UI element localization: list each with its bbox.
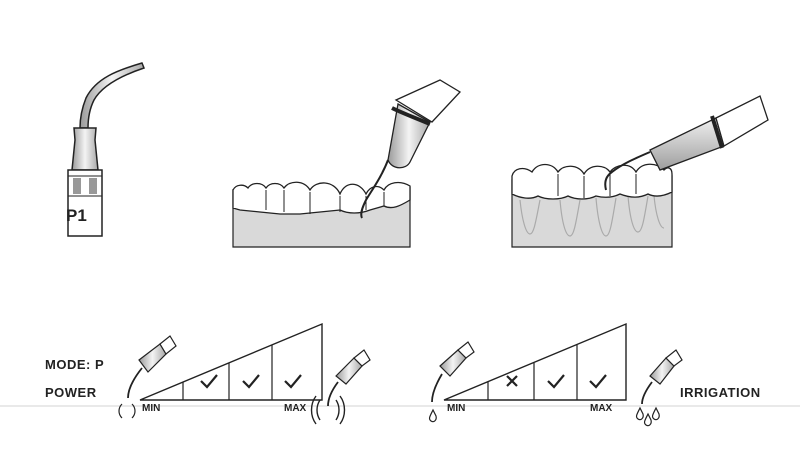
- teeth-row-side: [511, 163, 673, 200]
- check-icon: [547, 374, 565, 389]
- irrigation-min-label: MIN: [447, 403, 466, 414]
- scaling-front-illustration: [232, 79, 462, 248]
- vibration-icon: [118, 403, 136, 419]
- water-drop-icon: [635, 406, 660, 427]
- tip-label: P1: [66, 206, 87, 225]
- power-min-label: MIN: [142, 403, 161, 414]
- power-chart: [118, 322, 371, 425]
- mode-label: MODE: P: [45, 357, 105, 372]
- cross-icon: [506, 375, 518, 387]
- check-icon: [284, 374, 302, 389]
- irrigation-chart: [428, 322, 683, 427]
- power-max-label: MAX: [284, 403, 307, 414]
- vibration-icon: [310, 395, 346, 425]
- handpiece-icon: [127, 335, 177, 399]
- scaler-tip-icon: [67, 62, 145, 237]
- check-icon: [200, 374, 218, 389]
- power-label: POWER: [45, 385, 97, 400]
- handpiece-icon: [327, 349, 371, 407]
- handpiece-icon: [641, 349, 683, 405]
- handpiece-icon: [604, 95, 769, 191]
- check-icon: [242, 374, 260, 389]
- water-drop-icon: [428, 408, 437, 423]
- irrigation-ramp: [443, 322, 627, 401]
- irrigation-label: IRRIGATION: [680, 385, 761, 400]
- handpiece-icon: [360, 79, 462, 219]
- power-ramp: [139, 322, 323, 401]
- scaling-side-illustration: [511, 95, 769, 248]
- irrigation-max-label: MAX: [590, 403, 613, 414]
- check-icon: [589, 374, 607, 389]
- handpiece-icon: [431, 341, 475, 403]
